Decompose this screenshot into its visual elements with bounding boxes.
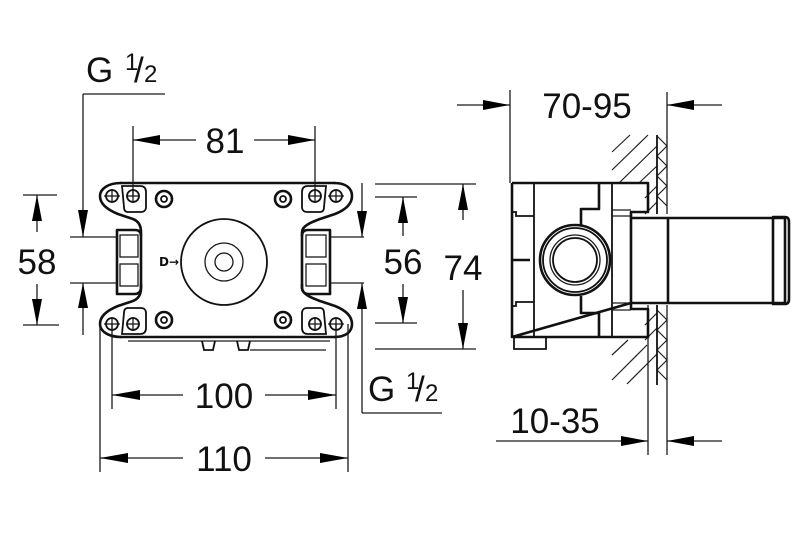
- arrowhead-icon: [78, 210, 88, 237]
- arrowhead-icon: [78, 283, 88, 308]
- thread-callout-top-left: G 1 / 2: [70, 49, 165, 238]
- arrowhead-icon: [621, 436, 648, 446]
- screw-hole-icon: [308, 317, 322, 331]
- dimension-right-inlet-arrows: [330, 183, 367, 284]
- thread-label: G 1 / 2: [86, 49, 157, 90]
- wall-section-upper: [611, 92, 668, 215]
- valve-body-side: [510, 181, 650, 350]
- dimension-10-35: 10-35: [496, 402, 722, 446]
- dimension-58: 58: [18, 194, 117, 335]
- mounting-plate: [120, 181, 335, 342]
- central-valve-opening: [180, 218, 268, 306]
- left-lower-mounting-ear: [98, 284, 147, 339]
- screw-hole-icon: [104, 189, 120, 203]
- installation-sleeve: [612, 209, 791, 311]
- arrowhead-icon: [398, 197, 408, 223]
- dimension-110: 110: [99, 324, 349, 479]
- dimension-100: 100: [111, 324, 337, 416]
- fixing-rings: [154, 189, 293, 330]
- arrowhead-icon: [308, 390, 336, 400]
- fixing-ring-icon: [154, 310, 174, 330]
- front-view: D→ 81: [18, 49, 483, 479]
- dimension-label: 81: [206, 122, 245, 161]
- screw-hole-icon: [126, 317, 140, 331]
- fixing-ring-icon: [273, 189, 293, 209]
- left-inlet-connector: [115, 228, 143, 296]
- arrowhead-icon: [32, 299, 42, 325]
- thread-callout-bottom-right: G 1 / 2: [357, 283, 442, 414]
- fixing-ring-icon: [154, 189, 174, 209]
- arrowhead-icon: [320, 453, 348, 463]
- side-inlet-thread: [538, 223, 612, 297]
- dimension-label: 100: [195, 377, 253, 416]
- arrowhead-icon: [32, 195, 42, 221]
- right-lower-mounting-ear: [300, 284, 354, 339]
- arrowhead-icon: [112, 390, 140, 400]
- arrowhead-icon: [667, 100, 694, 110]
- dimension-label: 74: [444, 249, 483, 288]
- arrowhead-icon: [357, 211, 367, 237]
- left-upper-mounting-ear: [98, 181, 147, 236]
- dimension-74: 74: [375, 183, 483, 350]
- flow-direction-arrow-icon: D→: [159, 255, 179, 269]
- right-inlet-connector: [300, 228, 332, 296]
- wall-section-lower: [611, 305, 668, 455]
- arrowhead-icon: [100, 453, 128, 463]
- dimension-56: 56: [375, 196, 423, 324]
- arrowhead-icon: [288, 135, 315, 145]
- arrowhead-icon: [357, 283, 367, 309]
- dimension-label: 10-35: [510, 402, 600, 441]
- dimension-70-95: 70-95: [457, 87, 722, 183]
- arrowhead-icon: [398, 297, 408, 323]
- fixing-ring-icon: [273, 310, 293, 330]
- arrowhead-icon: [458, 323, 468, 349]
- arrowhead-icon: [458, 184, 468, 210]
- dimension-label: 70-95: [542, 87, 632, 126]
- right-upper-mounting-ear: [300, 181, 354, 236]
- arrowhead-icon: [133, 135, 160, 145]
- thread-label: G 1 / 2: [368, 368, 438, 409]
- side-view: 70-95 10-35: [457, 87, 791, 455]
- dimension-81: 81: [132, 122, 316, 196]
- arrowhead-icon: [667, 436, 694, 446]
- dimension-label: 56: [384, 243, 423, 282]
- dimension-label: 110: [196, 440, 252, 479]
- bottom-outlet-nubs: [201, 340, 326, 351]
- arrowhead-icon: [483, 100, 510, 110]
- screw-hole-icon: [328, 189, 344, 203]
- dimension-label: 58: [18, 243, 57, 282]
